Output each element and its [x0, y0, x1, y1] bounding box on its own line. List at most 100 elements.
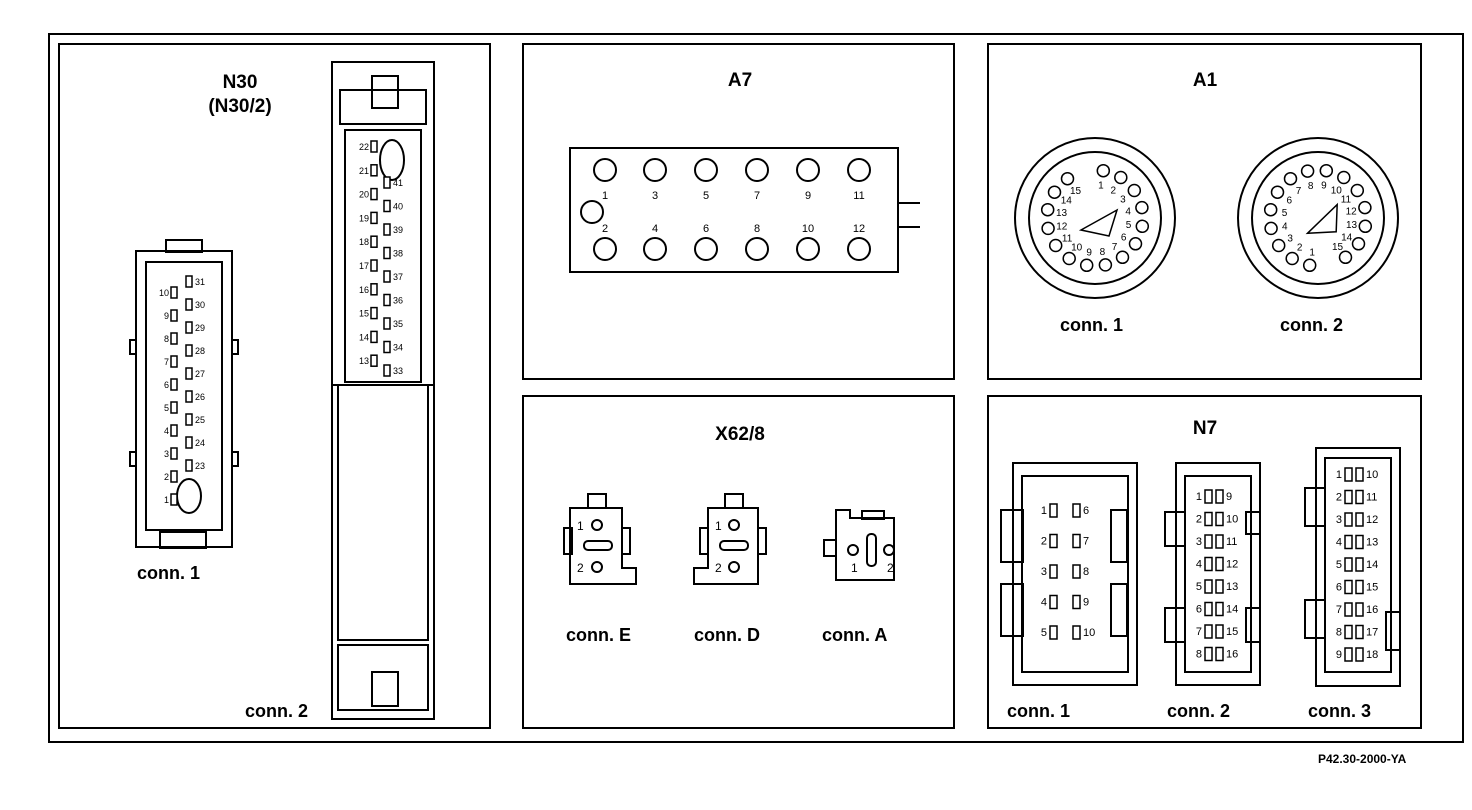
a1-pin	[1135, 219, 1150, 234]
n7-pin-label: 3	[1041, 566, 1047, 578]
x62-connA-label: conn. A	[822, 625, 888, 645]
a1-pin-label: 5	[1282, 208, 1288, 219]
panel-n30	[58, 43, 491, 729]
n7-pin-label: 2	[1336, 492, 1342, 504]
n30-conn2-cavity	[370, 164, 378, 177]
a1-pin-label: 4	[1125, 207, 1131, 218]
n7-pin-label: 12	[1366, 514, 1378, 526]
a1-pin	[1048, 238, 1063, 253]
n7-cavity	[1049, 625, 1058, 640]
a1-pin-label: 3	[1120, 195, 1126, 206]
n7-pin-label: 13	[1366, 537, 1378, 549]
a7-pin-label: 1	[602, 190, 608, 202]
n7-pin-label: 13	[1226, 581, 1238, 593]
n7-cavity	[1355, 557, 1364, 572]
n30-conn1-cavity	[185, 321, 193, 334]
n7-pin-label: 16	[1226, 649, 1238, 661]
n7-cavity	[1072, 533, 1081, 549]
n7-pin-label: 5	[1336, 559, 1342, 571]
n7-cavity	[1204, 601, 1213, 617]
n30-conn1-cavity	[170, 424, 178, 437]
n7-cavity	[1344, 579, 1353, 595]
a1-pin	[1264, 221, 1278, 236]
a1-pin	[1350, 183, 1365, 198]
a7-pin-label: 4	[652, 223, 658, 235]
n7-cavity	[1355, 512, 1364, 527]
a7-pin	[643, 158, 667, 182]
a1-key-wedge	[1078, 208, 1119, 237]
n30-conn1-pin-label: 2	[164, 472, 169, 482]
n30-conn2-cavity	[383, 176, 391, 189]
n30-conn1-cavity	[185, 459, 193, 472]
n7-pin-label: 10	[1226, 514, 1238, 526]
a7-pin-label: 2	[602, 223, 608, 235]
n30-conn2-pin-label: 34	[393, 343, 403, 353]
n30-conn2-pin-label: 40	[393, 202, 403, 212]
n30-conn1-pin-label: 27	[195, 369, 205, 379]
a1-pin-label: 7	[1296, 186, 1302, 197]
a1-pin	[1135, 200, 1149, 215]
a1-pin	[1041, 221, 1055, 236]
a1-pin	[1127, 183, 1142, 198]
a1-pin-label: 3	[1287, 234, 1293, 245]
a7-pin	[796, 237, 820, 261]
n7-cavity	[1344, 557, 1353, 572]
a1-pin-label: 10	[1331, 185, 1343, 196]
n7-cavity	[1215, 601, 1224, 617]
n30-conn1-cavity	[170, 493, 178, 506]
n7-cavity	[1072, 625, 1081, 640]
n30-conn2-pin-label: 37	[393, 272, 403, 282]
n7-pin-label: 1	[1196, 491, 1202, 503]
a1-pin	[1079, 258, 1094, 273]
n30-conn2-pin-label: 35	[393, 319, 403, 329]
figure-code: P42.30-2000-YA	[1318, 752, 1407, 766]
a1-pin	[1060, 171, 1075, 186]
a1-pin-label: 14	[1341, 232, 1353, 243]
x62-connD-label: conn. D	[694, 625, 760, 645]
n30-conn1-cavity	[185, 436, 193, 449]
n30-conn1-pin-label: 3	[164, 449, 169, 459]
a1-pin-label: 8	[1100, 247, 1106, 258]
n7-pin-label: 9	[1083, 597, 1089, 609]
n30-conn2-pin-label: 33	[393, 366, 403, 376]
n30-conn2-cavity	[370, 330, 378, 344]
x62-connD-pin1: 1	[715, 519, 722, 533]
a1-key-wedge	[1305, 202, 1338, 235]
n30-conn1-cavity	[185, 275, 193, 288]
n30-conn1-pin-label: 30	[195, 300, 205, 310]
n7-conn3-label: conn. 3	[1308, 701, 1372, 721]
a1-pin-label: 13	[1056, 208, 1068, 219]
n30-conn1-label: conn. 1	[137, 563, 201, 583]
x62-connE-label: conn. E	[566, 625, 632, 645]
a7-title: A7	[727, 70, 753, 91]
a1-title: A1	[1192, 70, 1218, 91]
n30-conn2-cavity	[383, 293, 391, 307]
n7-pin-label: 8	[1336, 627, 1342, 639]
n7-cavity	[1344, 534, 1353, 550]
n7-cavity	[1344, 467, 1353, 482]
n30-conn1-cavity	[170, 470, 178, 483]
a7-pin-label: 9	[805, 190, 811, 202]
n30-conn2-pin-label: 38	[393, 249, 403, 259]
n30-conn1-cavity	[170, 447, 178, 460]
x62-connA-pin1: 1	[851, 561, 858, 575]
x62-connA-pin2: 2	[887, 561, 894, 575]
n30-conn2-cavity	[383, 340, 391, 354]
a1-pin-label: 6	[1287, 196, 1293, 207]
n30-conn2-cavity	[383, 199, 391, 213]
n7-cavity	[1204, 624, 1213, 639]
n7-cavity	[1072, 503, 1081, 518]
a1-pin-label: 5	[1126, 220, 1132, 231]
n7-pin-label: 3	[1336, 514, 1342, 526]
n30-conn2-pin-label: 13	[359, 356, 369, 366]
n30-conn2-pin-label: 16	[359, 285, 369, 295]
n7-cavity	[1344, 489, 1353, 505]
a7-pin	[745, 158, 769, 182]
n7-pin-label: 12	[1226, 559, 1238, 571]
a1-pin-label: 4	[1282, 221, 1288, 232]
n7-pin-label: 6	[1083, 505, 1089, 517]
n30-conn1-pin-label: 24	[195, 438, 205, 448]
